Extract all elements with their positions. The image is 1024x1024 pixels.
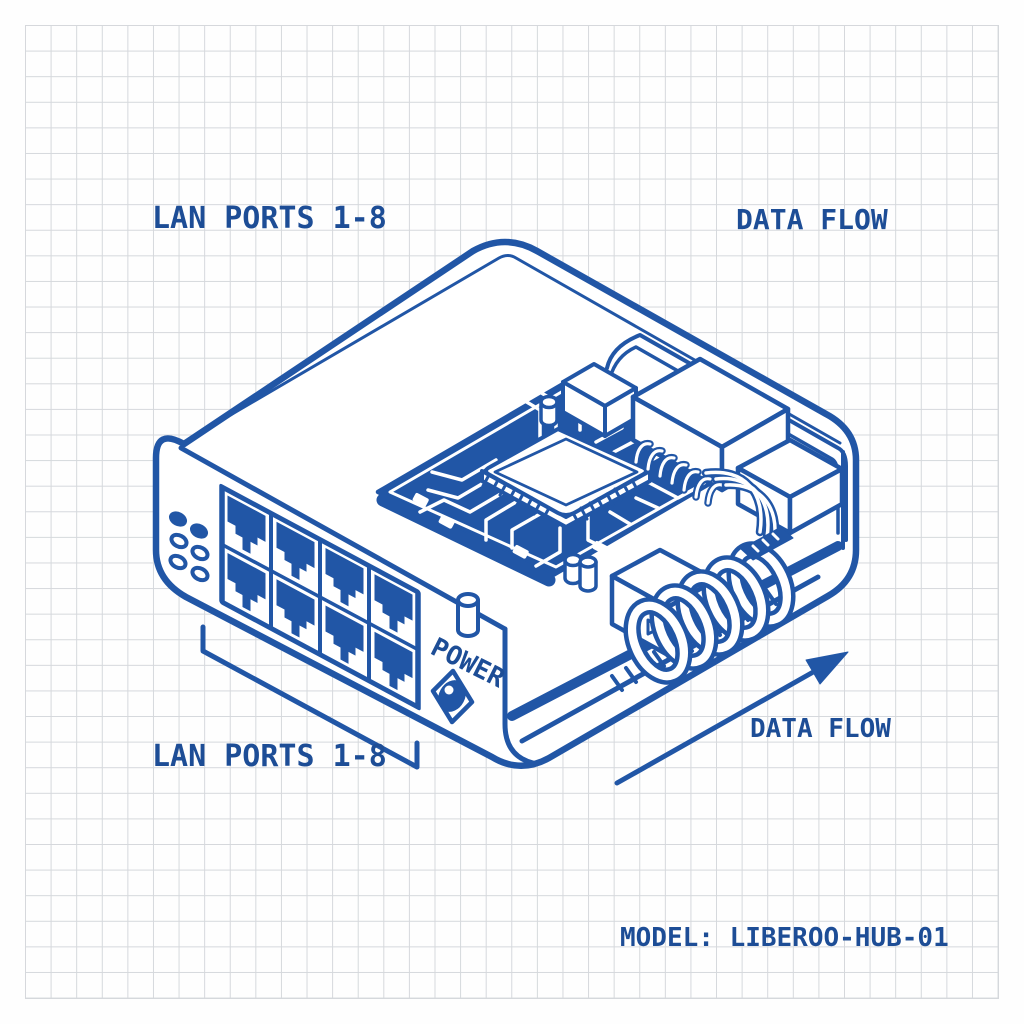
model-label: MODEL: LIBEROO-HUB-01 <box>620 923 949 953</box>
coil-cable <box>623 541 796 685</box>
led <box>190 544 210 562</box>
led <box>168 553 188 571</box>
led <box>189 523 209 539</box>
data-flow-label-top: DATA FLOW <box>736 203 888 236</box>
standoff-posts <box>456 555 598 638</box>
pcb-side-face <box>376 493 556 587</box>
pcb-pads <box>412 493 609 559</box>
capacitors <box>539 394 583 586</box>
led-indicators <box>168 511 210 583</box>
ic-box-small <box>561 362 638 441</box>
lid-inner-rim <box>184 254 842 445</box>
lan-ports-label-top: LAN PORTS 1-8 <box>152 201 387 236</box>
data-flow-arrow <box>614 651 849 786</box>
lan-ports-label-bottom: LAN PORTS 1-8 <box>152 739 387 774</box>
header-pins <box>632 439 726 507</box>
wire-bundle <box>701 468 794 561</box>
cpu-chip <box>480 427 652 529</box>
chip-pins <box>481 473 640 526</box>
led <box>169 532 189 550</box>
dimension-bracket <box>200 624 420 770</box>
led <box>190 565 210 583</box>
led <box>168 511 188 527</box>
power-jack <box>430 668 475 725</box>
arrowhead <box>805 651 849 685</box>
port-panel <box>219 483 421 711</box>
data-flow-label-bottom: DATA FLOW <box>750 714 891 744</box>
chip-inner-line <box>493 437 639 507</box>
top-face-boundary <box>178 445 508 632</box>
front-cut-edge <box>502 626 536 766</box>
